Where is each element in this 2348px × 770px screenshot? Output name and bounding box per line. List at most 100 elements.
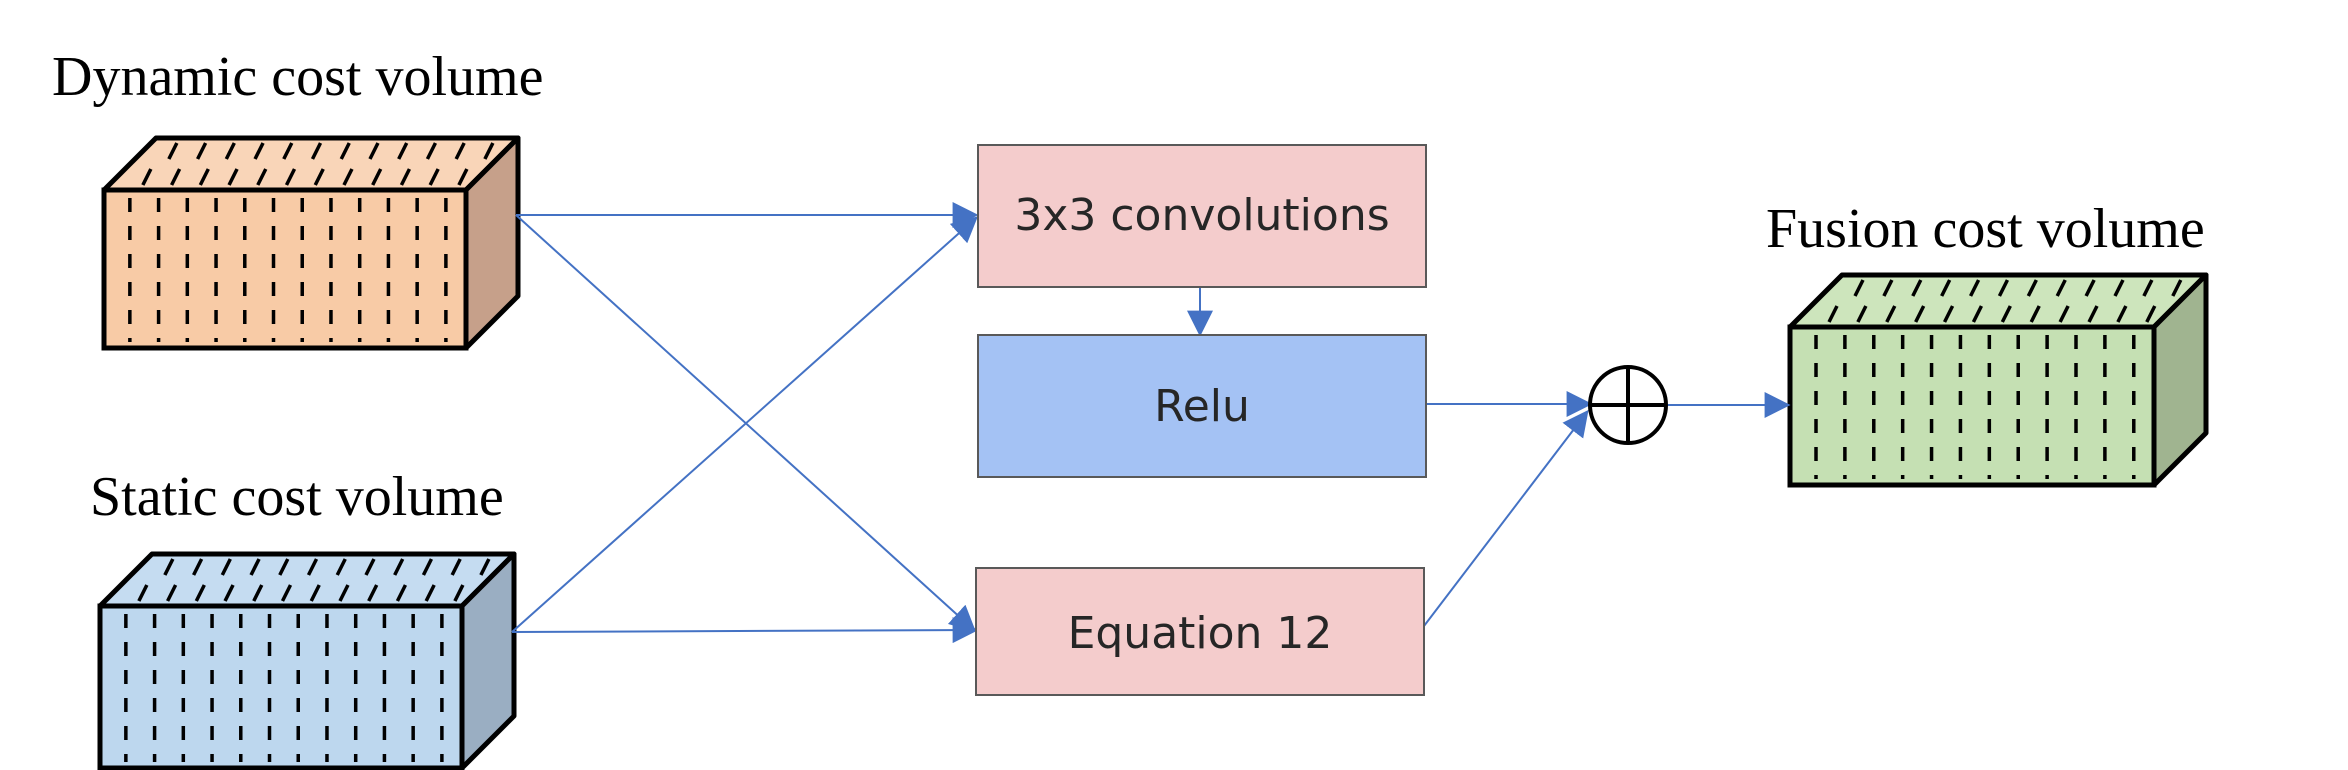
static-volume-top-hatch [393,558,405,576]
dynamic-volume-top-hatch [397,142,409,160]
fusion-volume-top-hatch [1914,305,1926,323]
equation-block-box [975,567,1425,696]
dynamic-volume-top-hatch [371,168,383,186]
static-volume-top-hatch [194,584,206,602]
dynamic-volume-top-hatch [170,168,182,186]
fusion-volume-side-face [2151,272,2209,488]
dynamic-volume-top-hatch [399,168,411,186]
dynamic-volume-top-hatch [313,168,325,186]
static-volume-top-hatch [367,584,379,602]
dynamic-volume-top-hatch [141,168,153,186]
equation-to-sum-arrow [1423,409,1589,627]
fusion-volume-top-hatch [1911,279,1923,297]
dynamic-volume-top-hatch [167,142,179,160]
static-volume-front-face [97,603,465,770]
conv-block-box [977,144,1427,288]
dynamic-volume-top-face [101,135,521,193]
static-volume-top-hatch [278,558,290,576]
fusion-volume-top-hatch [1997,279,2010,297]
fusion-volume-top-hatch [2142,279,2154,297]
fusion-volume-top-hatch [2058,305,2070,323]
equation-block-label: Equation 12 [1068,608,1333,659]
dynamic-cost-volume [101,135,521,351]
static-volume-top-face [97,551,517,609]
dynamic-volume-top-hatch [339,142,351,160]
static-volume-top-hatch [424,584,436,602]
static-volume-top-hatch [223,584,235,602]
relu-block-label: Relu [1154,381,1250,432]
fusion-volume-top-hatch [1968,279,1981,297]
fusion-volume-top-hatch [1885,305,1897,323]
static-to-conv-arrow [511,216,978,633]
static-volume-top-hatch [163,558,175,576]
static-volume-top-hatch [395,584,407,602]
fusion-cost-volume [1787,272,2209,488]
fusion-volume-top-hatch [2055,279,2067,297]
equation-block: Equation 12 [975,567,1425,696]
fusion-volume-top-hatch [1827,305,1839,323]
static-to-equation-arrow [511,617,979,644]
relu-block-box [977,334,1427,478]
connectors [511,202,1791,644]
static-volume-top-hatch [166,584,178,602]
dynamic-volume-label: Dynamic cost volume [52,46,543,108]
static-volume-top-hatch [335,558,347,576]
dynamic-volume-top-hatch [483,142,495,160]
static-volume-top-hatch [280,584,293,602]
fusion-volume-top-hatch [2084,279,2096,297]
dynamic-volume-top-hatch [196,142,208,160]
static-volume-top-hatch [306,558,319,576]
fusion-volume-top-hatch [1856,305,1868,323]
fusion-volume-front-face [1787,324,2157,488]
static-volume-top-hatch [249,558,261,576]
static-volume-top-hatch [364,558,376,576]
dynamic-volume-top-hatch [368,142,380,160]
dynamic-volume-top-hatch [428,168,440,186]
static-volume-top-hatch [192,558,204,576]
dynamic-volume-top-hatch [282,142,294,160]
fusion-volume-top-hatch [2113,279,2125,297]
static-volume-top-hatch [338,584,350,602]
dynamic-volume-top-hatch [457,168,469,186]
fusion-volume-top-hatch [2029,305,2041,323]
fusion-volume-label: Fusion cost volume [1766,198,2205,260]
dynamic-to-equation-arrow [515,214,976,632]
fusion-volume-top-hatch [2000,305,2012,323]
fusion-volume-top-hatch [1882,279,1894,297]
fusion-volume-top-hatch [2087,305,2099,323]
element-wise-sum-operator [1588,365,1668,445]
static-volume-top-hatch [309,584,321,602]
dynamic-volume-top-hatch [425,142,437,160]
dynamic-volume-side-face [463,135,521,351]
fusion-volume-top-hatch [2116,305,2128,323]
fusion-volume-top-hatch [1853,279,1865,297]
static-volume-side-face [459,551,517,770]
relu-block: Relu [977,334,1427,478]
conv-block: 3x3 convolutions [977,144,1427,288]
fusion-volume-top-hatch [1942,305,1955,323]
fusion-volume-top-hatch [2171,279,2183,297]
dynamic-volume-front-face [101,187,469,351]
static-volume-top-hatch [421,558,433,576]
static-volume-top-hatch [220,558,232,576]
dynamic-volume-top-hatch [227,168,239,186]
dynamic-volume-top-hatch [342,168,354,186]
static-volume-label: Static cost volume [90,466,504,528]
static-cost-volume [97,551,517,770]
fusion-volume-top-hatch [2145,305,2157,323]
dynamic-volume-top-hatch [224,142,236,160]
fusion-volume-top-hatch [2026,279,2038,297]
static-volume-top-hatch [450,558,462,576]
static-volume-top-hatch [137,584,149,602]
dynamic-volume-top-hatch [256,168,268,186]
dynamic-volume-top-hatch [454,142,466,160]
dynamic-volume-top-hatch [198,168,210,186]
conv-block-label: 3x3 convolutions [1014,190,1389,241]
fusion-volume-top-hatch [1940,279,1952,297]
dynamic-volume-top-hatch [253,142,265,160]
static-volume-top-hatch [453,584,465,602]
fusion-volume-top-face [1787,272,2209,330]
static-volume-top-hatch [479,558,491,576]
dynamic-volume-top-hatch [310,142,323,160]
